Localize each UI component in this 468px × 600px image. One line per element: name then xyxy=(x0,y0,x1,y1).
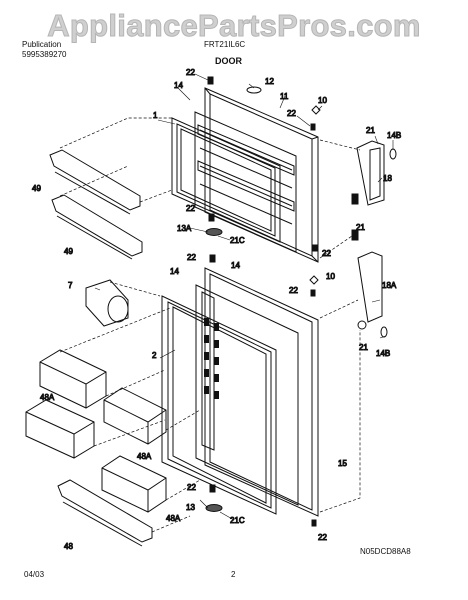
bin-48a-4 xyxy=(101,455,167,513)
freezer-door-outer-panel xyxy=(204,87,319,263)
stop-13a xyxy=(205,228,223,236)
callout-48: 48 xyxy=(64,542,73,551)
bin-48a-2 xyxy=(103,387,167,445)
publication-label: Publication xyxy=(22,40,62,49)
callout-22: 22 xyxy=(318,533,327,542)
cap-14b-bottom xyxy=(380,326,388,338)
publication-number: 5995389270 xyxy=(22,50,67,59)
leader-lines xyxy=(59,117,361,533)
door-rack-49-lower xyxy=(51,194,143,260)
watermark: AppliancePartsPros.com xyxy=(47,8,421,44)
callout-14: 14 xyxy=(170,267,179,276)
callout-22: 22 xyxy=(289,286,298,295)
callout-21c: 21C xyxy=(230,516,245,525)
callout-22: 22 xyxy=(287,109,296,118)
callout-10: 10 xyxy=(318,96,327,105)
callout-12: 12 xyxy=(265,77,274,86)
footer-page: 2 xyxy=(231,570,236,579)
callout-49: 49 xyxy=(64,247,73,256)
callout-22: 22 xyxy=(187,253,196,262)
callout-7: 7 xyxy=(68,281,73,290)
callout-11: 11 xyxy=(280,92,289,101)
callout-21: 21 xyxy=(366,126,375,135)
fresh-food-door-liner xyxy=(195,284,299,506)
model-number: FRT21IL6C xyxy=(204,40,246,49)
callout-18a: 18A xyxy=(382,281,397,290)
callout-22: 22 xyxy=(322,249,331,258)
fresh-food-door-outer-panel xyxy=(204,267,319,517)
callout-22: 22 xyxy=(187,483,196,492)
cap-14b-top xyxy=(389,148,397,160)
freezer-door-liner xyxy=(194,111,297,253)
callout-21: 21 xyxy=(359,343,368,352)
callout-2: 2 xyxy=(152,351,157,360)
callout-48a: 48A xyxy=(166,514,181,523)
callout-49: 49 xyxy=(32,184,41,193)
callout-15: 15 xyxy=(338,459,347,468)
door-rack-49-upper xyxy=(49,149,141,215)
hinge-18a xyxy=(357,251,383,330)
callout-14: 14 xyxy=(174,81,183,90)
callout-22: 22 xyxy=(186,68,195,77)
callout-1: 1 xyxy=(153,111,158,120)
plug-12 xyxy=(246,86,262,94)
stop-13 xyxy=(205,504,223,512)
screw-22-lower-top xyxy=(208,213,215,222)
callout-leaders xyxy=(94,73,394,521)
bin-48a-3 xyxy=(25,399,95,459)
callout-48a: 48A xyxy=(137,452,152,461)
callout-14: 14 xyxy=(231,261,240,270)
callout-13: 13 xyxy=(186,503,195,512)
callout-21: 21 xyxy=(356,223,365,232)
section-title: DOOR xyxy=(215,56,242,66)
cap-10-bottom xyxy=(309,275,319,285)
door-rack-48 xyxy=(57,479,153,547)
callout-18: 18 xyxy=(383,174,392,183)
callout-13a: 13A xyxy=(177,224,192,233)
freezer-door-gasket xyxy=(171,117,281,243)
callout-14b: 14B xyxy=(387,131,401,140)
callout-14b: 14B xyxy=(376,349,390,358)
shelf-slots xyxy=(204,318,219,399)
fresh-food-door-gasket xyxy=(161,295,277,515)
callout-22: 22 xyxy=(186,204,195,213)
callout-10: 10 xyxy=(326,272,335,281)
screw-22-top xyxy=(207,76,214,85)
cap-10 xyxy=(311,105,321,115)
diagram-code: N05DCD88A8 xyxy=(360,547,411,556)
callout-48a: 48A xyxy=(40,393,55,402)
dairy-cover-7 xyxy=(85,279,129,327)
hinge-18 xyxy=(351,140,385,241)
footer-date: 04/03 xyxy=(24,570,45,579)
bottom-door-screws xyxy=(209,254,317,527)
callout-21c: 21C xyxy=(230,236,245,245)
screw-22-right xyxy=(310,123,316,131)
